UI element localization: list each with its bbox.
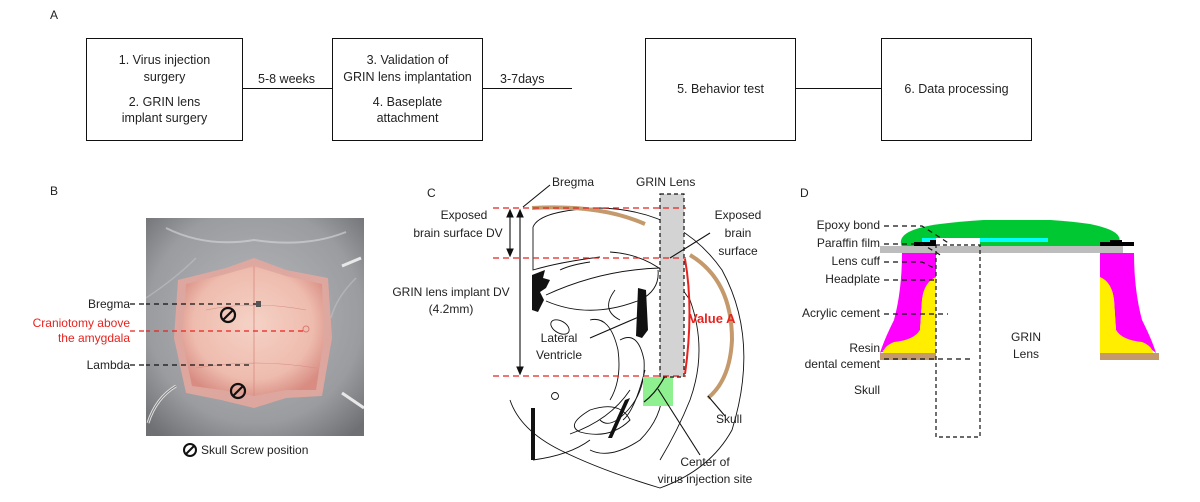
connector-1-2: [242, 88, 332, 89]
injection-site-label-line-2: virus injection site: [657, 472, 753, 486]
exposed-dv-label-line-1: Exposed: [440, 208, 488, 222]
skull-screw-icon: [219, 306, 237, 324]
panel-a-label: A: [50, 8, 59, 22]
step-box-data-processing: 6. Data processing: [881, 38, 1032, 141]
panel-b-label: B: [50, 184, 59, 198]
grin-lens-label-d-line-2: Lens: [1012, 347, 1040, 361]
step-3-line-2: GRIN lens implantation: [343, 69, 472, 84]
surgical-photo: [146, 218, 364, 436]
resin-cement-label-line-2: dental cement: [804, 357, 880, 371]
retractor-right-bottom: [341, 391, 364, 410]
implant-dv-label-line-2: (4.2mm): [428, 302, 474, 316]
step-5-label: 5. Behavior test: [677, 82, 764, 97]
lens-opening: [936, 238, 980, 248]
legend-screw-icon: [183, 443, 197, 457]
step-2-line-2: implant surgery: [121, 111, 208, 126]
grin-lens-shape: [659, 193, 685, 378]
skull-base-right: [1100, 353, 1159, 360]
step-4-line-2: attachment: [376, 111, 439, 126]
retractor-right-top: [341, 256, 362, 268]
bregma-mark: [256, 301, 261, 307]
exposed-surface-label-line-1: Exposed: [714, 208, 762, 222]
ventricle-fills: [531, 270, 648, 460]
acrylic-cement-right: [1100, 253, 1156, 353]
interval-label-1: 5-8 weeks: [258, 72, 315, 86]
coronal-brain-outline: [509, 207, 745, 489]
step-box-validation: 3. Validation of GRIN lens implantation …: [332, 38, 483, 141]
brain-section-diagram: [493, 184, 745, 489]
headplate: [880, 246, 1123, 253]
acrylic-cement-label: Acrylic cement: [801, 306, 880, 320]
skull-base-left: [880, 353, 936, 360]
skull-screw-icon: [229, 382, 247, 400]
panel-c-leader-lines: [522, 184, 726, 456]
paraffin-film: [922, 238, 1048, 242]
implant-dv-arrow: [516, 208, 524, 376]
lambda-label: Lambda: [86, 358, 130, 372]
paraffin-film-label: Paraffin film: [816, 236, 880, 250]
legend-skull-screw: Skull Screw position: [201, 443, 309, 457]
exposed-surface-label-line-2: brain: [724, 226, 752, 240]
resin-cement-left: [883, 277, 936, 353]
craniotomy-label-line-2: the amygdala: [57, 331, 130, 345]
step-6-label: 6. Data processing: [904, 82, 1009, 97]
skull-arc-side: [688, 253, 735, 400]
implant-cross-section: [880, 220, 1159, 438]
grin-lens-label: GRIN Lens: [636, 175, 696, 189]
panel-c-label: C: [427, 186, 436, 200]
step-3-line-1: 3. Validation of: [366, 52, 449, 67]
panel-d-leader-lines: [884, 225, 970, 360]
value-a-label: Value A: [689, 311, 736, 326]
injection-site-region: [643, 377, 673, 406]
lens-cuff-right: [1100, 240, 1134, 246]
lens-cuff-label: Lens cuff: [831, 254, 880, 268]
grin-lens-label-d-line-1: GRIN: [1011, 330, 1041, 344]
step-2-line-1: 2. GRIN lens: [128, 94, 201, 109]
implant-dv-label-line-1: GRIN lens implant DV: [392, 285, 510, 299]
lateral-ventricle-label-line-1: Lateral: [540, 331, 578, 345]
step-box-surgery: 1. Virus injection surgery 2. GRIN lens …: [86, 38, 243, 141]
skull-label-c: Skull: [716, 412, 743, 426]
connector-3-4: [795, 88, 883, 89]
bregma-label-c: Bregma: [552, 175, 595, 189]
step-1-line-1: 1. Virus injection: [118, 52, 211, 67]
step-4-line-1: 4. Baseplate: [372, 94, 443, 109]
skull-arc-top: [531, 205, 646, 226]
exposed-dv-label-line-2: brain surface DV: [413, 226, 503, 240]
epoxy-bond-label: Epoxy bond: [816, 218, 880, 232]
step-box-behavior: 5. Behavior test: [645, 38, 796, 141]
step-1-line-2: surgery: [143, 69, 186, 84]
exposed-surface-label-line-3: surface: [718, 244, 758, 258]
lateral-ventricle-label-line-2: Ventricle: [535, 348, 583, 362]
resin-cement-right: [1100, 277, 1153, 353]
exposed-dv-arrow: [506, 208, 514, 258]
grin-lens-outline: [935, 244, 981, 438]
bregma-label: Bregma: [87, 297, 130, 311]
injection-site-label-line-1: Center of: [680, 455, 730, 469]
panel-d-label: D: [800, 186, 809, 200]
connector-2-3: [482, 88, 572, 89]
value-a-arc: [684, 258, 691, 375]
skull-label-d: Skull: [853, 383, 880, 397]
resin-cement-label-line-1: Resin: [849, 341, 880, 355]
craniotomy-label-line-1: Craniotomy above: [32, 316, 130, 330]
headplate-label: Headplate: [825, 272, 880, 286]
interval-label-2: 3-7days: [500, 72, 545, 86]
panel-b-leader-lines: [130, 303, 148, 366]
